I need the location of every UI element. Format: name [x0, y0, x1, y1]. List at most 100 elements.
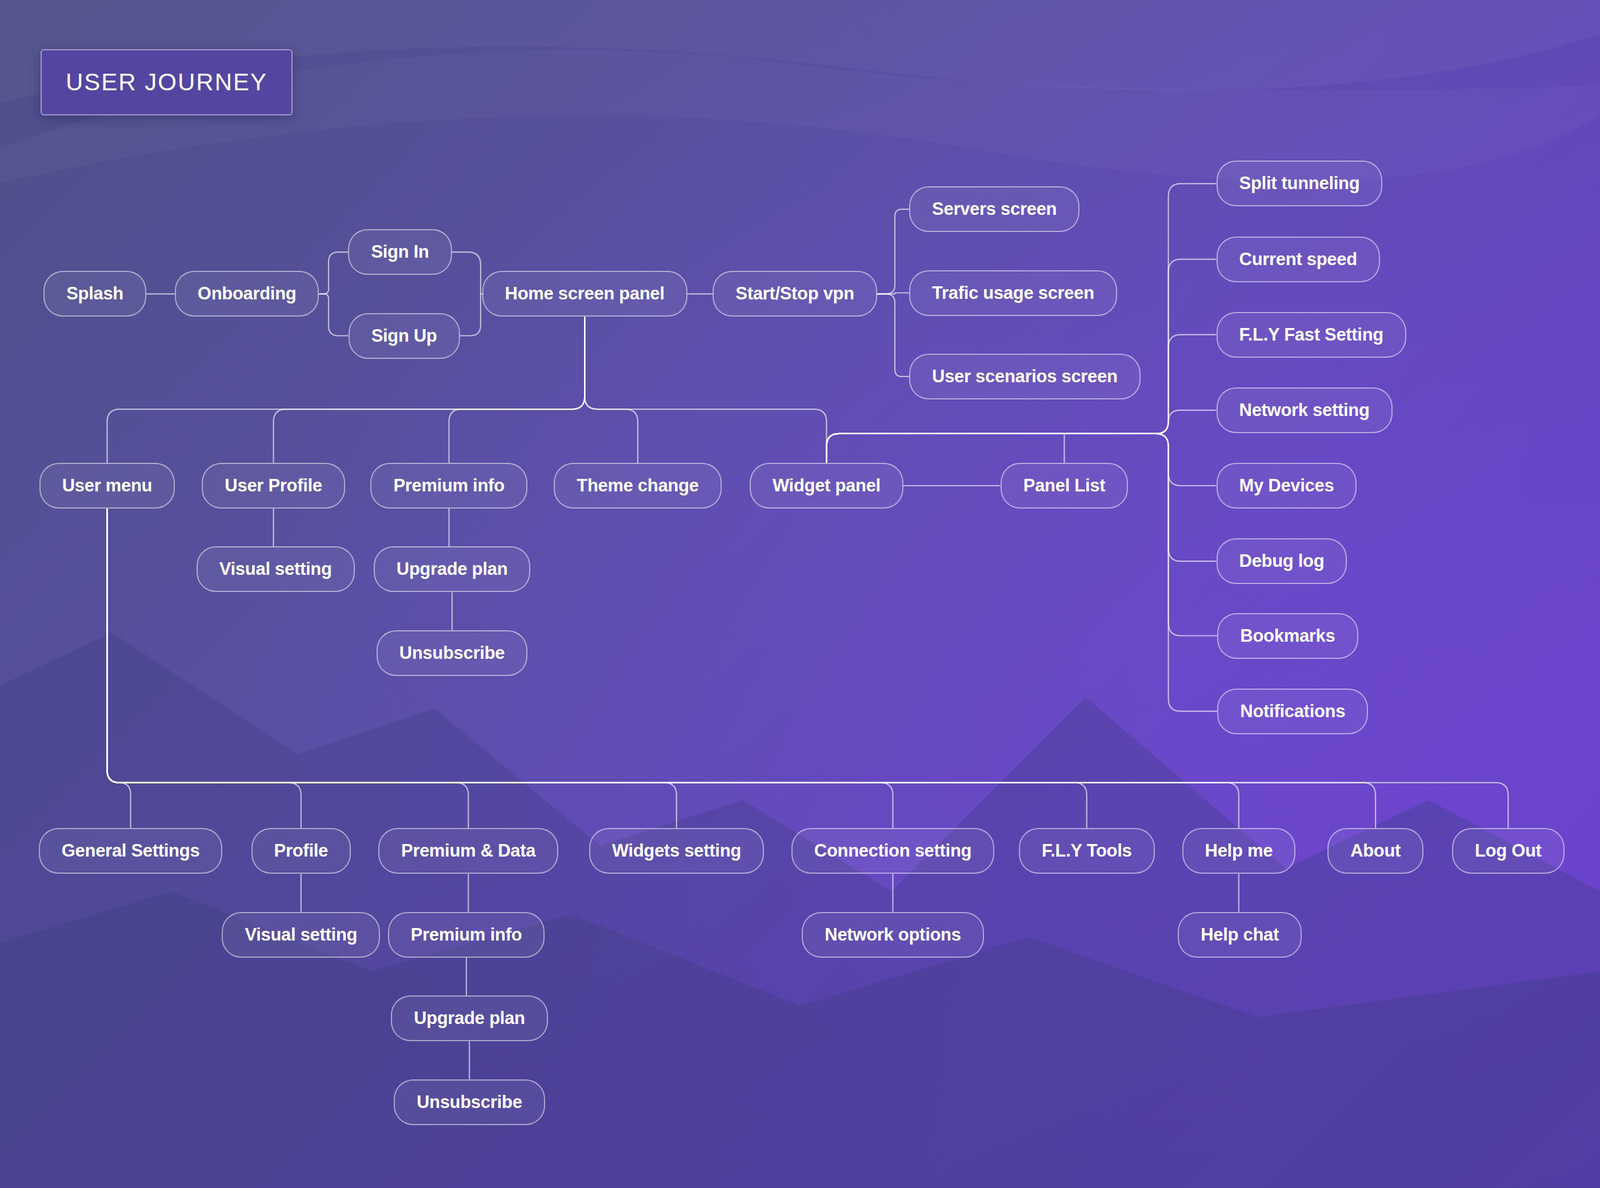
step-label: General Settings [61, 840, 200, 862]
step-label: Widget panel [772, 475, 881, 496]
journey-step-box: Unsubscribe [393, 1079, 545, 1126]
journey-step-box: Upgrade plan [373, 546, 531, 592]
step-label: F.L.Y Tools [1041, 840, 1132, 862]
journey-connector [460, 293, 483, 336]
journey-connector [1238, 873, 1240, 912]
journey-connector [452, 252, 483, 294]
journey-connector [107, 508, 1376, 828]
step-label: Split tunneling [1239, 173, 1360, 194]
journey-step-box: Connection setting [791, 828, 995, 874]
journey-connector [146, 293, 175, 295]
journey-connector [107, 508, 677, 828]
journey-connector [826, 334, 1216, 463]
journey-connector [903, 485, 1001, 487]
journey-connector [107, 508, 1239, 828]
journey-step-box: User menu [39, 462, 176, 509]
journey-step-box: Network options [801, 912, 984, 958]
step-label: Connection setting [814, 840, 972, 862]
journey-step-box: Start/Stop vpn [712, 270, 878, 317]
journey-step-box: Visual setting [221, 912, 380, 958]
journey-step-box: Premium info [388, 912, 545, 958]
journey-connector [451, 592, 453, 630]
journey-step-box: Widget panel [749, 462, 904, 509]
journey-step-box: Help me [1182, 828, 1296, 874]
journey-step-box: Upgrade plan [390, 995, 548, 1042]
journey-connector [877, 209, 910, 294]
step-label: Upgrade plan [396, 558, 508, 580]
step-label: Visual setting [244, 924, 358, 946]
step-label: Unsubscribe [416, 1092, 522, 1113]
step-label: Upgrade plan [413, 1008, 525, 1029]
journey-connector [448, 508, 450, 547]
journey-step-box: Bookmarks [1217, 613, 1358, 659]
step-label: Premium info [410, 924, 522, 946]
hill-range [0, 891, 1600, 1188]
journey-connector [107, 508, 1509, 828]
journey-connector [468, 873, 470, 912]
journey-connector [273, 316, 586, 463]
journey-step-box: Debug log [1216, 538, 1348, 584]
step-label: Network setting [1239, 400, 1370, 421]
step-label: User Profile [224, 475, 322, 496]
journey-step-box: Premium info [370, 462, 527, 509]
journey-connector [687, 293, 713, 295]
journey-connector [107, 508, 894, 828]
journey-connector [584, 316, 638, 463]
journey-step-box: Onboarding [174, 270, 320, 317]
journey-step-box: User scenarios screen [909, 353, 1141, 400]
step-label: Debug log [1239, 550, 1325, 572]
journey-step-box: Servers screen [909, 186, 1080, 232]
step-label: Widgets setting [612, 840, 742, 862]
journey-connector [107, 508, 1087, 828]
step-label: Home screen panel [505, 283, 665, 304]
step-label: Network options [824, 924, 961, 946]
journey-step-box: Unsubscribe [376, 630, 528, 676]
journey-step-box: F.L.Y Fast Setting [1216, 312, 1407, 358]
branch-stub [1063, 433, 1065, 463]
journey-connector [468, 1041, 470, 1079]
journey-step-box: Widgets setting [589, 828, 764, 874]
journey-step-box: Notifications [1217, 688, 1368, 735]
step-label: Bookmarks [1240, 625, 1335, 647]
journey-connector [826, 183, 1216, 463]
step-label: Premium & Data [401, 840, 536, 862]
step-label: Trafic usage screen [932, 282, 1095, 304]
step-label: Profile [274, 840, 328, 862]
journey-step-box: About [1327, 828, 1424, 874]
step-label: Sign Up [371, 325, 438, 347]
journey-step-box: Trafic usage screen [909, 270, 1118, 316]
journey-connector [318, 252, 348, 294]
journey-step-box: Sign In [348, 229, 452, 275]
step-label: Help me [1205, 840, 1274, 862]
step-label: F.L.Y Fast Setting [1239, 324, 1384, 346]
journey-step-box: Profile [251, 828, 351, 874]
step-label: Unsubscribe [399, 642, 505, 664]
step-label: About [1350, 840, 1401, 862]
journey-step-box: Panel List [1000, 462, 1128, 509]
step-label: Sign In [370, 241, 429, 263]
journey-step-box: Theme change [553, 462, 722, 509]
journey-step-box: Splash [43, 270, 147, 317]
journey-step-box: Premium & Data [378, 828, 559, 874]
journey-connector [465, 957, 467, 996]
step-label: User menu [62, 475, 153, 496]
step-label: Help chat [1200, 924, 1279, 946]
step-label: Splash [66, 283, 124, 304]
journey-step-box: Visual setting [196, 546, 355, 592]
journey-connector [877, 293, 910, 377]
step-label: Visual setting [219, 558, 332, 580]
step-label: My Devices [1239, 475, 1335, 496]
journey-step-box: My Devices [1216, 462, 1358, 509]
step-label: Servers screen [932, 198, 1057, 220]
journey-step-box: Network setting [1216, 387, 1393, 434]
journey-connector [826, 410, 1216, 463]
step-label: Theme change [576, 475, 699, 496]
step-label: Premium info [393, 475, 504, 496]
journey-connector [892, 873, 894, 912]
journey-connector [826, 259, 1216, 463]
step-label: Current speed [1239, 249, 1358, 270]
journey-connector [272, 508, 274, 547]
journey-step-box: Home screen panel [482, 270, 688, 317]
